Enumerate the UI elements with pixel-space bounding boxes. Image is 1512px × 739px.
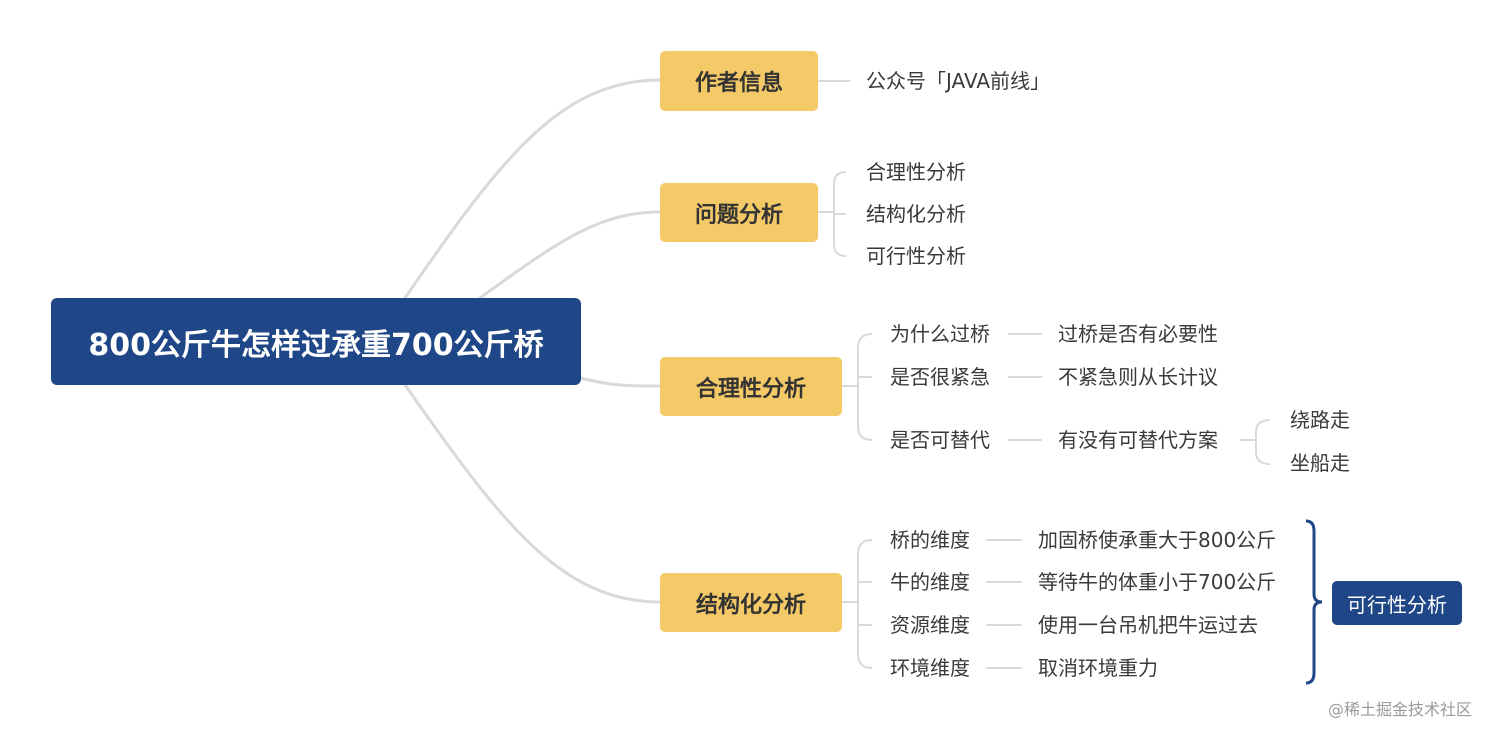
structure-dimension[interactable]: 牛的维度	[890, 570, 970, 594]
rational-question[interactable]: 是否很紧急	[890, 365, 990, 389]
root-topic[interactable]: 800公斤牛怎样过承重700公斤桥	[51, 298, 581, 385]
watermark: @稀土掘金技术社区	[1328, 700, 1473, 719]
summary-feasibility[interactable]: 可行性分析	[1332, 581, 1462, 625]
author-item[interactable]: 公众号「JAVA前线」	[866, 69, 1051, 93]
rational-answer[interactable]: 不紧急则从长计议	[1058, 365, 1218, 389]
problem-item-rational[interactable]: 合理性分析	[866, 160, 966, 184]
rational-answer[interactable]: 过桥是否有必要性	[1058, 322, 1218, 346]
rational-sub-item[interactable]: 绕路走	[1290, 408, 1350, 432]
branch-author[interactable]: 作者信息	[660, 51, 818, 111]
structure-solution[interactable]: 加固桥使承重大于800公斤	[1038, 528, 1277, 552]
branch-problem[interactable]: 问题分析	[660, 183, 818, 242]
rational-question[interactable]: 为什么过桥	[890, 322, 990, 346]
problem-item-structure[interactable]: 结构化分析	[866, 202, 966, 226]
structure-solution[interactable]: 使用一台吊机把牛运过去	[1038, 613, 1258, 637]
rational-question[interactable]: 是否可替代	[890, 428, 990, 452]
rational-sub-item[interactable]: 坐船走	[1290, 451, 1350, 475]
branch-structure[interactable]: 结构化分析	[660, 573, 842, 632]
branch-rational[interactable]: 合理性分析	[660, 357, 842, 416]
structure-dimension[interactable]: 资源维度	[890, 613, 970, 637]
structure-solution[interactable]: 取消环境重力	[1038, 656, 1158, 680]
summary-bracket	[1305, 519, 1323, 685]
problem-item-feasibility[interactable]: 可行性分析	[866, 244, 966, 268]
structure-solution[interactable]: 等待牛的体重小于700公斤	[1038, 570, 1277, 594]
rational-answer[interactable]: 有没有可替代方案	[1058, 428, 1218, 452]
structure-dimension[interactable]: 桥的维度	[890, 528, 970, 552]
structure-dimension[interactable]: 环境维度	[890, 656, 970, 680]
